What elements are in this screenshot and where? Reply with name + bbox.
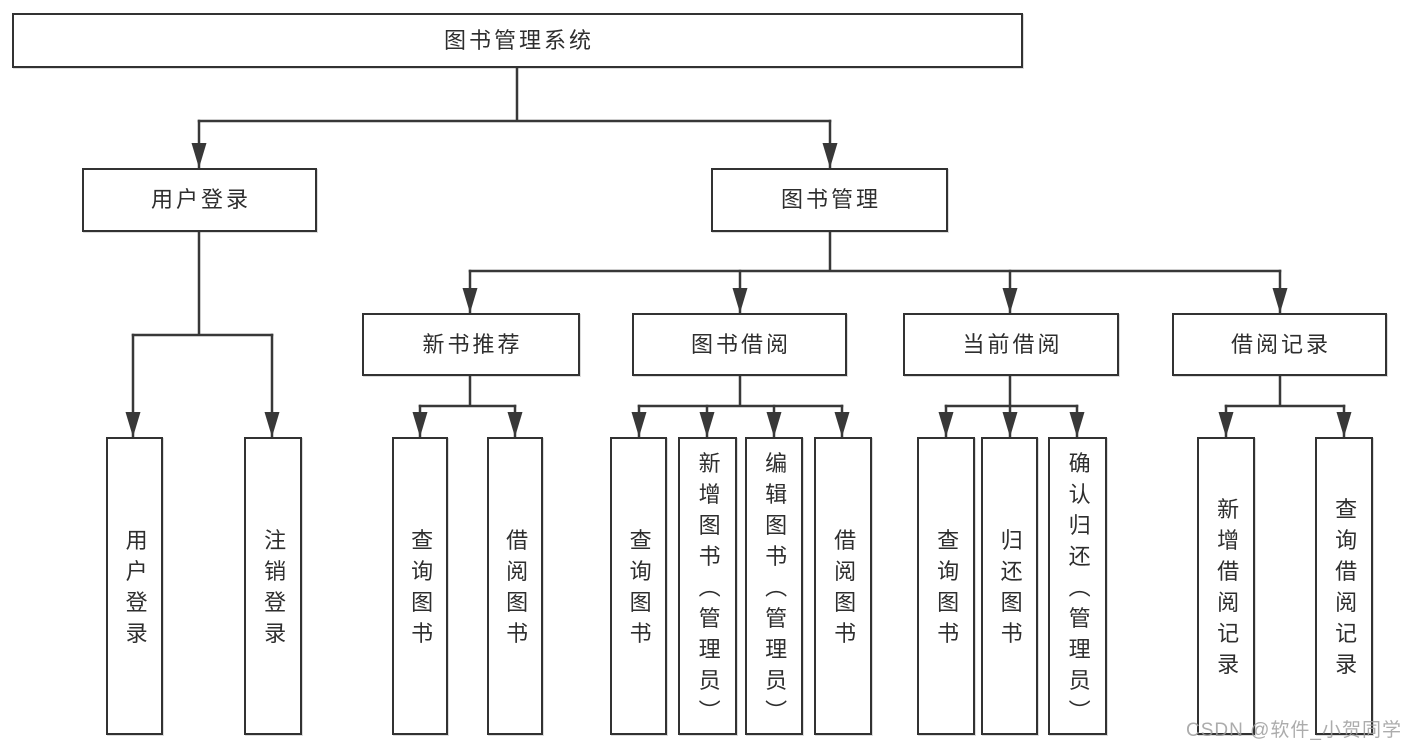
connector-new-book-branch (412, 374, 523, 439)
leaf-borrow-books-recommend: 借阅图书 (487, 437, 543, 735)
node-label: 新书推荐 (422, 331, 523, 357)
leaf-confirm-return-admin: 确认归还（管理员） (1048, 437, 1107, 735)
node-label: 图书管理系统 (443, 27, 594, 53)
leaf-return-books: 归还图书 (981, 437, 1038, 735)
csdn-watermark: CSDN @软件_小贺同学 (1186, 720, 1402, 741)
node-label: 新增借阅记录 (1214, 497, 1240, 684)
node-book-borrowing: 图书借阅 (632, 313, 847, 376)
connector-root-to-level2 (191, 66, 838, 170)
node-new-book-recommendation: 新书推荐 (362, 313, 580, 376)
leaf-edit-books-admin: 编辑图书（管理员） (745, 437, 803, 735)
connector-book-management-branch (462, 230, 1288, 315)
leaf-user-login: 用户登录 (106, 437, 163, 735)
leaf-query-borrow-record: 查询借阅记录 (1315, 437, 1373, 735)
node-label: 借阅图书 (831, 528, 857, 653)
node-label: 查询图书 (934, 528, 960, 653)
leaf-query-books-recommend: 查询图书 (392, 437, 448, 735)
node-book-management: 图书管理 (711, 168, 948, 232)
node-label: 用户登录 (150, 187, 251, 212)
node-label: 查询图书 (626, 528, 652, 653)
node-label: 图书管理 (780, 187, 881, 212)
node-label: 确认归还（管理员） (1065, 451, 1091, 730)
node-library-management-system: 图书管理系统 (12, 13, 1023, 68)
connector-user-login-branch (125, 230, 280, 439)
leaf-borrow-books: 借阅图书 (814, 437, 872, 735)
leaf-logout: 注销登录 (244, 437, 302, 735)
connector-current-borrow-branch (938, 374, 1085, 439)
node-label: 查询借阅记录 (1332, 497, 1358, 684)
node-label: 新增图书（管理员） (695, 451, 721, 730)
node-user-login: 用户登录 (82, 168, 317, 232)
leaf-add-borrow-record: 新增借阅记录 (1197, 437, 1255, 735)
node-label: 归还图书 (997, 528, 1023, 653)
leaf-add-books-admin: 新增图书（管理员） (678, 437, 737, 735)
leaf-query-books-current: 查询图书 (917, 437, 975, 735)
connector-book-borrow-branch (631, 374, 850, 439)
node-label: 用户登录 (122, 528, 148, 653)
node-borrowing-records: 借阅记录 (1172, 313, 1387, 376)
node-label: 注销登录 (261, 528, 287, 653)
node-current-borrowing: 当前借阅 (903, 313, 1119, 376)
node-label: 借阅图书 (503, 528, 529, 653)
leaf-query-books-borrow: 查询图书 (610, 437, 667, 735)
connector-borrow-records-branch (1218, 374, 1352, 439)
node-label: 编辑图书（管理员） (762, 451, 788, 730)
node-label: 图书借阅 (690, 331, 791, 357)
node-label: 借阅记录 (1230, 331, 1331, 357)
node-label: 查询图书 (408, 528, 434, 653)
node-label: 当前借阅 (962, 331, 1063, 357)
